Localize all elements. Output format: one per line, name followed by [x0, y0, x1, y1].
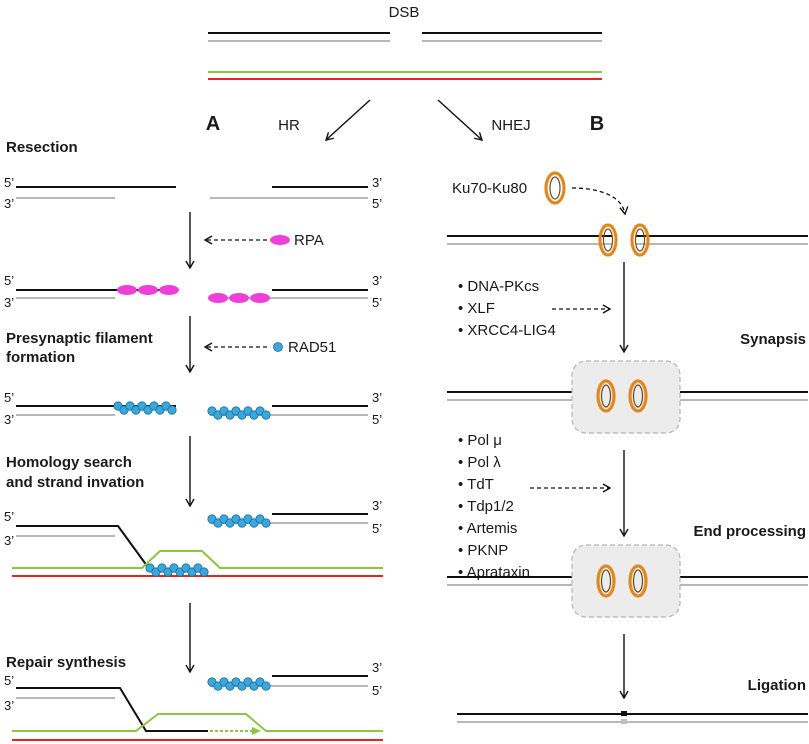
- factor-item: • XLF: [458, 300, 495, 317]
- nhej-label: NHEJ: [491, 117, 530, 134]
- dsb-title: DSB: [389, 4, 420, 21]
- ku-ring-icon: [596, 564, 648, 598]
- processing-factor-list: • Pol μ • Pol λ • TdT • Tdp1/2 • Artemis…: [458, 432, 530, 581]
- five-prime-end: 5’: [4, 390, 14, 405]
- five-prime-end: 5’: [372, 412, 382, 427]
- step-presynaptic-line1: Presynaptic filament: [6, 330, 153, 347]
- ku-ring-icon: [596, 379, 648, 413]
- five-prime-end: 5’: [4, 273, 14, 288]
- factor-item: • Tdp1/2: [458, 498, 514, 515]
- step-repair-synthesis: Repair synthesis: [6, 654, 126, 671]
- five-prime-end: 5’: [372, 521, 382, 536]
- panel-a-label: A: [206, 113, 220, 135]
- ku-binding-arrow: [571, 187, 629, 216]
- rad51-label: RAD51: [288, 339, 336, 356]
- nhej-branch-arrow: [437, 99, 484, 141]
- factor-item: • TdT: [458, 476, 494, 493]
- five-prime-end: 5’: [4, 673, 14, 688]
- dsb-header: DSB: [208, 4, 602, 80]
- rad51-filament-right: [207, 677, 271, 691]
- nhej-panel: Ku70-Ku80 • DNA-PKcs • XLF • XRCC4-LIG4 …: [447, 171, 808, 724]
- ku-ring-icon: [598, 223, 650, 257]
- factor-item: • Aprataxin: [458, 564, 530, 581]
- rad51-filament-invading: [145, 563, 209, 577]
- panel-b-label: B: [590, 113, 604, 135]
- three-prime-end: 3’: [4, 412, 14, 427]
- rad51-icon: [273, 342, 283, 352]
- factor-item: • Artemis: [458, 520, 517, 537]
- rpa-cluster-right: [208, 293, 270, 303]
- three-prime-end: 3’: [372, 273, 382, 288]
- three-prime-end: 3’: [372, 390, 382, 405]
- ligation-junction: [621, 711, 627, 716]
- three-prime-end: 3’: [372, 660, 382, 675]
- five-prime-end: 5’: [4, 509, 14, 524]
- hr-label: HR: [278, 117, 300, 134]
- rpa-icon: [270, 235, 290, 245]
- step-homology-line1: Homology search: [6, 454, 132, 471]
- rpa-label: RPA: [294, 232, 324, 249]
- synaptic-complex: [571, 544, 681, 618]
- step-synapsis: Synapsis: [740, 331, 806, 348]
- three-prime-end: 3’: [4, 295, 14, 310]
- step-presynaptic-line2: formation: [6, 349, 75, 366]
- five-prime-end: 5’: [372, 683, 382, 698]
- step-resection: Resection: [6, 139, 78, 156]
- hr-branch-arrow: [324, 99, 371, 141]
- ku-ring-icon: [544, 171, 566, 205]
- rad51-filament-right: [207, 406, 271, 420]
- factor-item: • XRCC4-LIG4: [458, 322, 556, 339]
- rad51-filament-left: [113, 401, 177, 415]
- factor-item: • DNA-PKcs: [458, 278, 539, 295]
- five-prime-end: 5’: [372, 295, 382, 310]
- three-prime-end: 3’: [372, 175, 382, 190]
- factor-item: • Pol μ: [458, 432, 502, 449]
- rad51-filament-right: [207, 514, 271, 528]
- step-end-processing: End processing: [693, 523, 806, 540]
- three-prime-end: 3’: [4, 196, 14, 211]
- factor-item: • PKNP: [458, 542, 508, 559]
- factor-item: • Pol λ: [458, 454, 501, 471]
- step-ligation: Ligation: [748, 677, 806, 694]
- three-prime-end: 3’: [4, 698, 14, 713]
- five-prime-end: 5’: [4, 175, 14, 190]
- synapsis-factor-list: • DNA-PKcs • XLF • XRCC4-LIG4: [458, 278, 556, 339]
- ku-label: Ku70-Ku80: [452, 180, 527, 197]
- step-homology-line2: and strand invation: [6, 474, 144, 491]
- synaptic-complex: [571, 360, 681, 434]
- rpa-cluster-left: [117, 285, 179, 295]
- three-prime-end: 3’: [372, 498, 382, 513]
- three-prime-end: 3’: [4, 533, 14, 548]
- five-prime-end: 5’: [372, 196, 382, 211]
- hr-panel: Resection 5’ 3’ 3’ 5’ RPA 5’ 3’ 3’: [4, 139, 383, 741]
